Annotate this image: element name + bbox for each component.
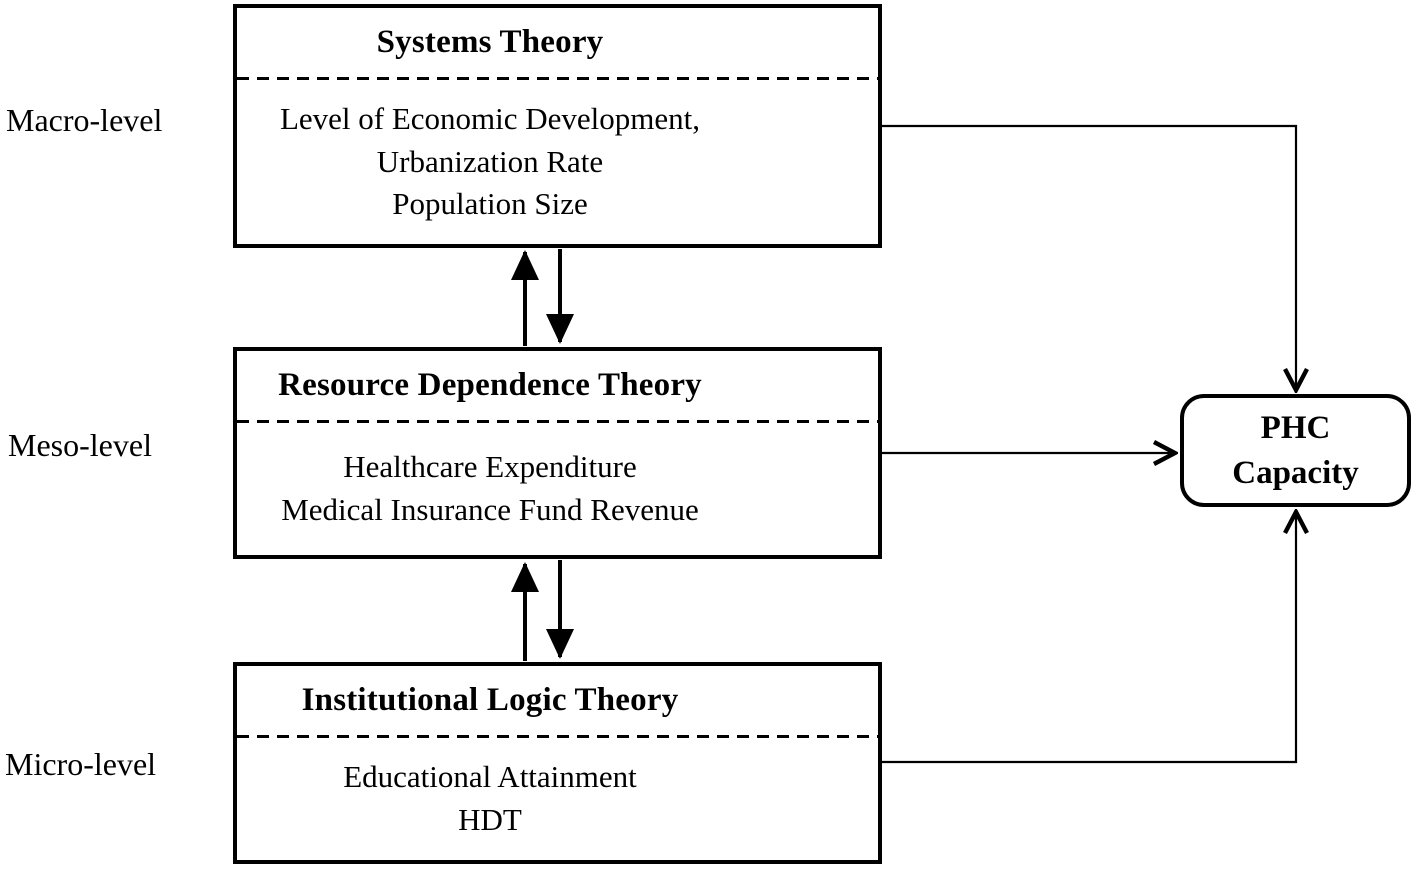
- phc-capacity-line: Capacity: [1232, 454, 1359, 491]
- box-systems-theory-title: Systems Theory: [376, 24, 604, 60]
- box-resource-dependence-theory-body: Healthcare Expenditure Medical Insurance…: [237, 423, 878, 555]
- dashed-divider: [237, 420, 878, 423]
- variable-line: HDT: [458, 802, 522, 837]
- label-meso-level: Meso-level: [8, 427, 152, 463]
- label-macro-level: Macro-level: [6, 102, 163, 138]
- box-institutional-logic-theory: Institutional Logic Theory Educational A…: [233, 662, 882, 864]
- dashed-divider: [237, 735, 878, 738]
- box-systems-theory: Systems Theory Level of Economic Develop…: [233, 4, 882, 248]
- label-micro-level: Micro-level: [5, 746, 157, 782]
- variable-line: Level of Economic Development,: [279, 100, 701, 136]
- box-systems-theory-body: Level of Economic Development, Urbanizat…: [237, 80, 878, 244]
- variable-line: Medical Insurance Fund Revenue: [281, 492, 699, 527]
- connector-macro-to-phc: [881, 124, 1296, 390]
- variable-line: Urbanization Rate: [376, 143, 604, 179]
- box-resource-dependence-theory-title: Resource Dependence Theory: [278, 367, 702, 403]
- connector-micro-to-phc: [881, 512, 1296, 764]
- phc-capacity-line: PHC: [1260, 409, 1331, 446]
- variable-line: Population Size: [392, 186, 588, 222]
- box-institutional-logic-theory-body: Educational Attainment HDT: [237, 738, 878, 860]
- variable-line: Educational Attainment: [343, 759, 637, 795]
- dashed-divider: [237, 77, 878, 80]
- box-resource-dependence-theory: Resource Dependence Theory Healthcare Ex…: [233, 347, 882, 559]
- box-phc-capacity: PHC Capacity: [1180, 394, 1411, 507]
- box-institutional-logic-theory-title: Institutional Logic Theory: [301, 682, 679, 718]
- variable-line: Healthcare Expenditure: [343, 449, 637, 485]
